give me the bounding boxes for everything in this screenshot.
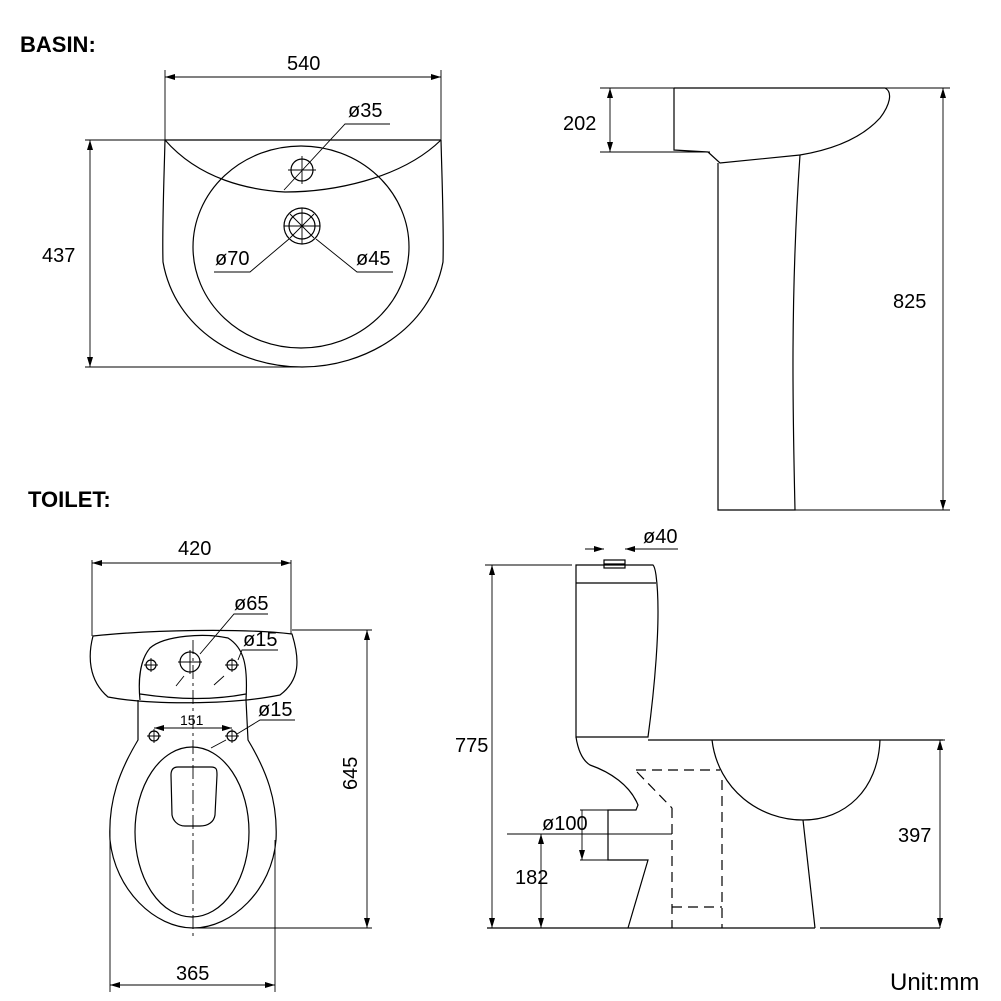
basin-top-view [162, 139, 444, 368]
seat-fix-hole-icon [225, 729, 239, 743]
outlet-height-label: 182 [515, 867, 548, 889]
waste-outer-label: ø70 [215, 248, 249, 270]
toilet-top-view [89, 629, 298, 940]
toilet-side-dimensions: ø40 775 397 ø100 182 [455, 526, 945, 928]
toilet-total-height-label: 775 [455, 735, 488, 757]
basin-width-label: 540 [287, 53, 320, 75]
button-diameter-label: ø40 [643, 526, 677, 548]
seat-fix-hole-icon [147, 729, 161, 743]
toilet-title: TOILET: [28, 487, 111, 512]
unit-label: Unit:mm [890, 969, 979, 996]
flush-hole-icon [178, 650, 202, 674]
waste-hole-icon [283, 207, 321, 245]
basin-pedestal-side-view [673, 87, 891, 511]
tank-fix-hole-icon [225, 658, 239, 672]
bowl-height-label: 202 [563, 113, 596, 135]
basin-dimensions: 540 437 ø35 ø70 ø45 [42, 53, 442, 368]
seat-fix-hole-label: ø15 [258, 699, 292, 721]
basin-side-dimensions: 202 825 [563, 87, 950, 511]
tank-fix-hole-label: ø15 [243, 629, 277, 651]
outlet-diameter-label: ø100 [542, 813, 588, 835]
seat-hole-spacing-label: 151 [180, 712, 204, 728]
tap-hole-label: ø35 [348, 100, 382, 122]
tank-width-label: 420 [178, 538, 211, 560]
basin-total-height-label: 825 [893, 291, 926, 313]
basin-depth-label: 437 [42, 245, 75, 267]
seat-height-label: 397 [898, 825, 931, 847]
bowl-width-label: 365 [176, 963, 209, 985]
tank-fix-hole-icon [144, 658, 158, 672]
flush-hole-label: ø65 [234, 593, 268, 615]
waste-inner-label: ø45 [356, 248, 390, 270]
basin-title: BASIN: [20, 32, 96, 57]
toilet-side-view [487, 559, 943, 929]
toilet-top-dimensions: 420 ø65 ø15 ø15 151 645 365 [91, 538, 372, 992]
toilet-length-label: 645 [340, 757, 362, 790]
